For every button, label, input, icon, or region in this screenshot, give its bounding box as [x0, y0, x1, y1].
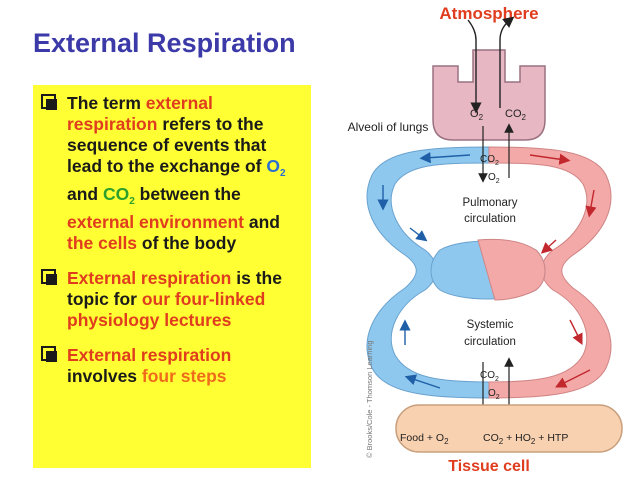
- copyright-text: © Brooks/Cole - Thomson Learning: [365, 340, 374, 458]
- flow-arrow: [554, 369, 591, 388]
- bullet-text: External respiration involves four steps: [67, 345, 231, 386]
- flow-arrow: [404, 374, 441, 389]
- co2-exhale-arrow: [499, 16, 515, 108]
- bullet-steps: External respiration involves four steps: [39, 345, 305, 387]
- bullet-segment: O: [266, 156, 280, 176]
- bullet-segment: and: [67, 184, 103, 204]
- heart-right-half: [477, 238, 546, 301]
- flow-arrow: [569, 319, 583, 346]
- bullet-segment: 2: [279, 168, 286, 179]
- checkbox-bullet-icon: [41, 269, 57, 285]
- flow-arrow: [409, 227, 428, 242]
- bullet-segment: external environment: [67, 212, 244, 232]
- bullet-segment: between the: [134, 184, 241, 204]
- bullet-segment: refers to the sequence of events that le…: [67, 114, 267, 176]
- alveoli-o2-label: O2: [470, 108, 484, 122]
- pulmonary-co2-label: CO2: [480, 154, 499, 167]
- airway-in-line: [467, 19, 477, 41]
- alveoli-co2-label: CO2: [505, 108, 527, 122]
- pulmonary-label-2: circulation: [464, 213, 516, 225]
- flow-arrow: [419, 152, 471, 164]
- systemic-co2-label: CO2: [480, 370, 499, 383]
- pulmonary-o2-label: O2: [488, 172, 500, 185]
- red-vessel: [488, 146, 612, 399]
- bullet-segment: the cells: [67, 233, 138, 253]
- bullet-segment: CO: [102, 184, 130, 204]
- flow-arrow: [529, 153, 571, 165]
- systemic-label-1: Systemic: [467, 319, 514, 331]
- bullet-segment: External respiration: [67, 345, 232, 365]
- systemic-label-2: circulation: [464, 336, 516, 348]
- bullet-topic: External respiration is the topic for ou…: [39, 268, 305, 331]
- bullet-segment: of the body: [137, 233, 237, 253]
- text-panel: The term external respiration refers to …: [33, 85, 311, 468]
- page-title: External Respiration: [33, 28, 296, 58]
- systemic-o2-label: O2: [488, 388, 500, 401]
- tissue-reaction-reactants: Food + O2: [400, 432, 449, 446]
- bullet-segment: four steps: [141, 366, 227, 386]
- alveoli-sac: [432, 49, 546, 141]
- bullet-text: External respiration is the topic for ou…: [67, 268, 282, 330]
- pulmonary-label-1: Pulmonary: [463, 197, 518, 209]
- tissue-cell: [395, 404, 623, 453]
- bullet-definition: The term external respiration refers to …: [39, 93, 305, 254]
- bullet-text: The term external respiration refers to …: [67, 93, 286, 253]
- bullet-segment: 2: [129, 196, 135, 207]
- tissue-reaction-products: CO2 + HO2 + HTP: [483, 432, 568, 446]
- alveoli-label: Alveoli of lungs: [348, 120, 429, 134]
- bullet-segment: External respiration: [67, 268, 232, 288]
- bullet-segment: involves: [67, 366, 142, 386]
- checkbox-bullet-icon: [41, 94, 57, 110]
- tissue-cell-label: Tissue cell: [448, 458, 530, 475]
- flow-arrow: [540, 239, 557, 254]
- bullet-segment: and: [244, 212, 280, 232]
- bullet-segment: external respiration: [67, 93, 213, 134]
- bullet-segment: our four-linked physiology lectures: [67, 289, 266, 330]
- bullet-segment: is the topic for: [67, 268, 282, 309]
- bullet-segment: The term: [67, 93, 146, 113]
- flow-arrow: [585, 189, 597, 218]
- atmosphere-label: Atmosphere: [439, 4, 538, 23]
- checkbox-bullet-icon: [41, 346, 57, 362]
